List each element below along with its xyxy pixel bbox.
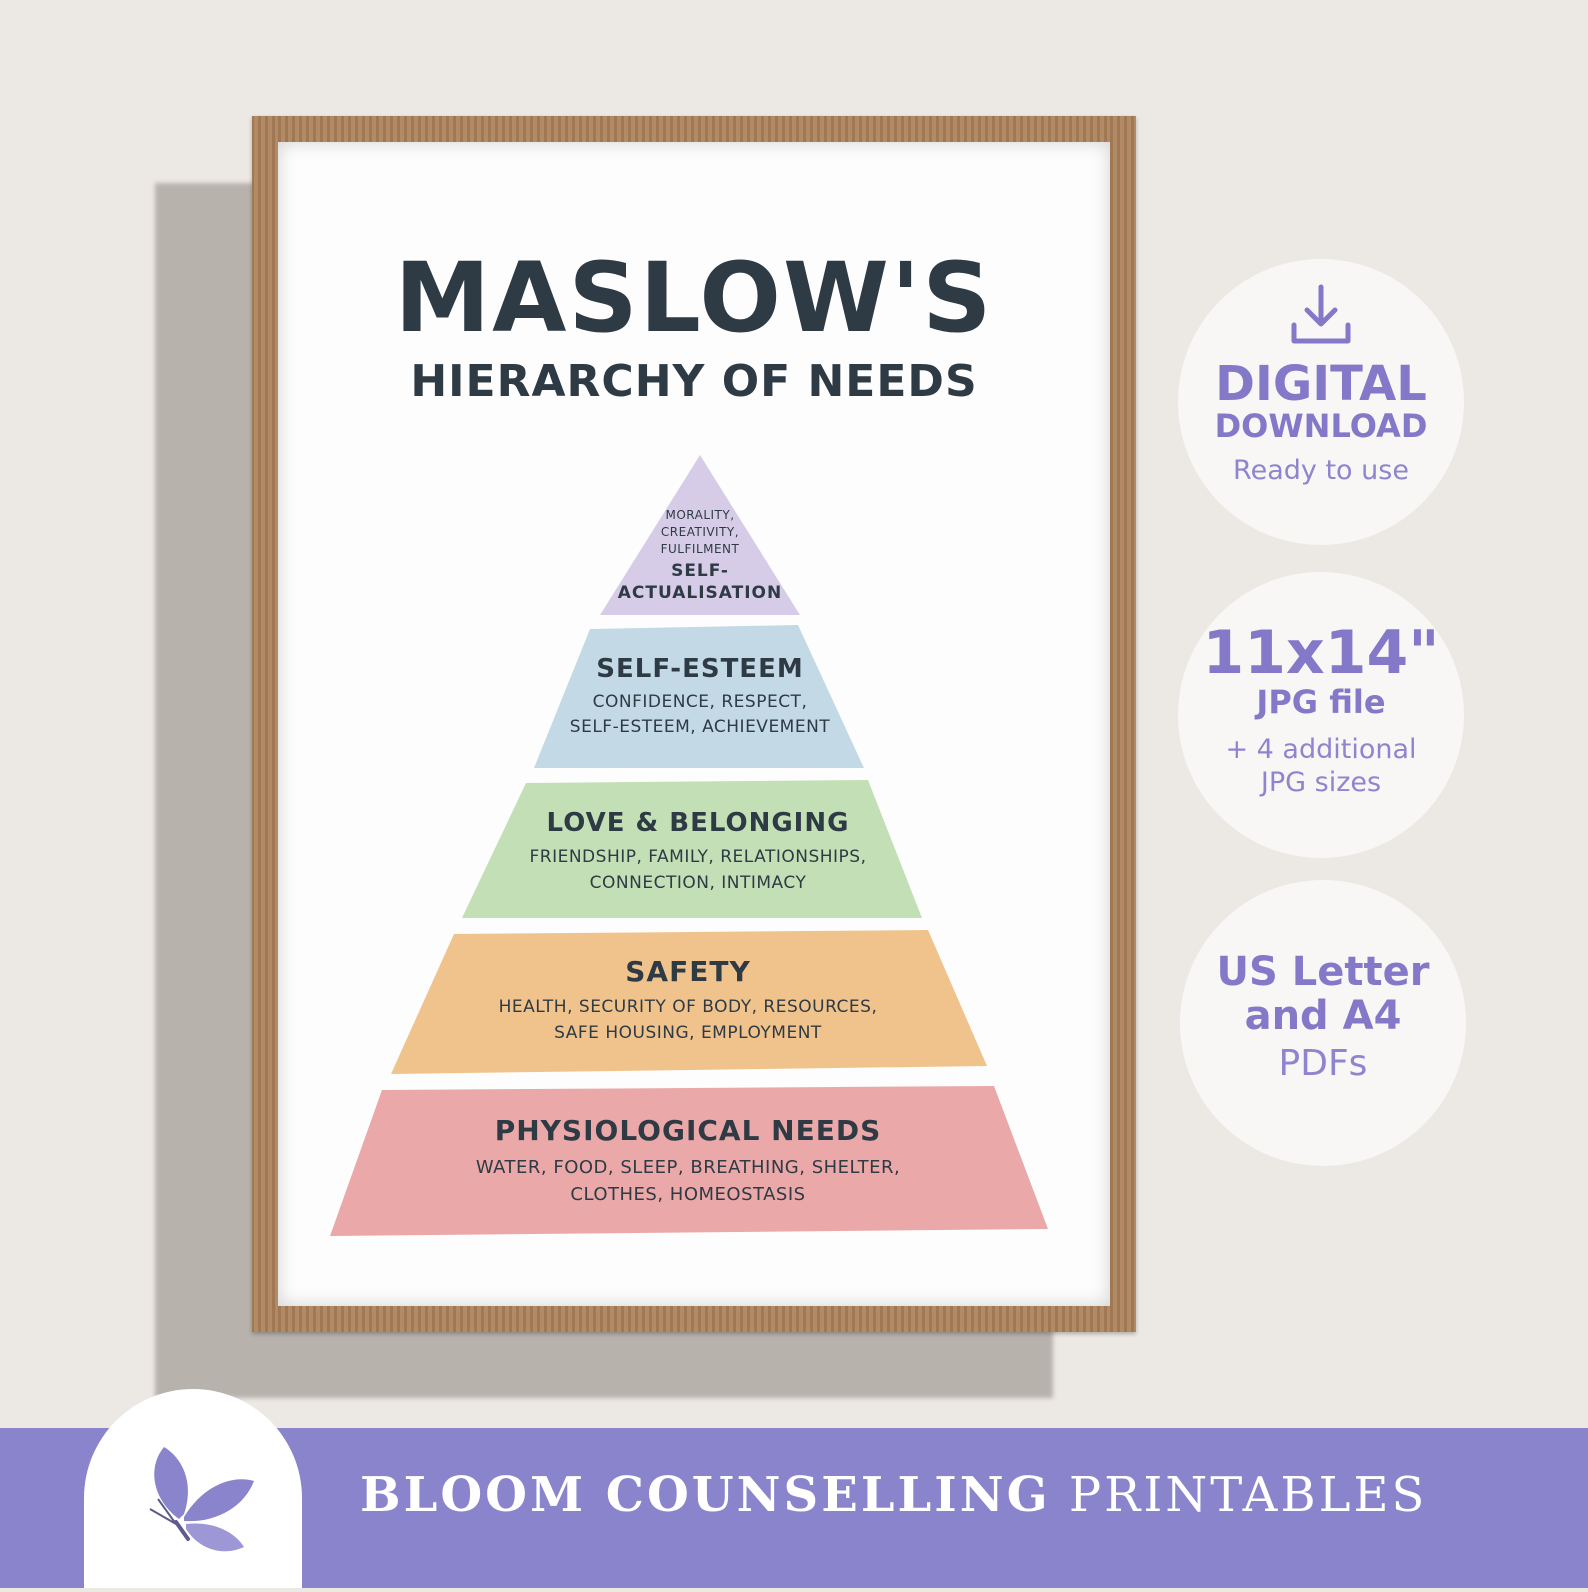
tier-love-belonging: LOVE & BELONGING FRIENDSHIP, FAMILY, REL…: [478, 806, 918, 896]
tier-desc: WATER, FOOD, SLEEP, BREATHING, SHELTER,: [475, 1157, 901, 1178]
tier-desc: CLOTHES, HOMEOSTASIS: [570, 1184, 806, 1205]
poster-frame: MASLOW'S HIERARCHY OF NEEDS MORALITY, CR…: [252, 116, 1136, 1332]
tier-shape-love-belonging: [462, 780, 922, 918]
tier-desc: HEALTH, SECURITY OF BODY, RESOURCES,: [498, 997, 878, 1017]
tier-desc: CONFIDENCE, RESPECT,: [592, 692, 808, 712]
poster-title: MASLOW'S: [394, 242, 994, 354]
badge-line: Ready to use: [1233, 454, 1409, 486]
tier-shape-self-esteem: [534, 625, 864, 768]
tier-name: ACTUALISATION: [617, 583, 783, 603]
tier-self-esteem: SELF-ESTEEM CONFIDENCE, RESPECT, SELF-ES…: [540, 652, 860, 740]
brand-name: BLOOM COUNSELLING PRINTABLES: [360, 1460, 1427, 1530]
tier-desc: SELF-ESTEEM, ACHIEVEMENT: [569, 717, 831, 737]
tier-physiological: PHYSIOLOGICAL NEEDS WATER, FOOD, SLEEP, …: [398, 1112, 978, 1208]
brand-bold: BLOOM COUNSELLING: [360, 1467, 1051, 1523]
pyramid-diagram: [330, 455, 1048, 1236]
poster-paper: MASLOW'S HIERARCHY OF NEEDS MORALITY, CR…: [278, 142, 1110, 1306]
tier-safety: SAFETY HEALTH, SECURITY OF BODY, RESOURC…: [438, 954, 938, 1046]
file-size-badge: 11x14" JPG file + 4 additional JPG sizes: [1178, 572, 1464, 858]
butterfly-icon: [149, 1447, 254, 1552]
pdf-badge: US Letter and A4 PDFs: [1180, 880, 1466, 1166]
tier-desc: CREATIVITY,: [660, 525, 740, 539]
tier-desc: CONNECTION, INTIMACY: [589, 873, 807, 893]
badge-line: 11x14": [1202, 618, 1440, 688]
badge-line: JPG file: [1256, 683, 1386, 721]
brand-light: PRINTABLES: [1068, 1467, 1428, 1523]
tier-name: PHYSIOLOGICAL NEEDS: [494, 1114, 882, 1147]
badge-line: DIGITAL: [1215, 356, 1427, 412]
poster-subtitle: HIERARCHY OF NEEDS: [410, 356, 978, 407]
badge-line: + 4 additional: [1225, 734, 1417, 766]
tier-desc: SAFE HOUSING, EMPLOYMENT: [554, 1023, 822, 1043]
badge-line: DOWNLOAD: [1214, 407, 1428, 446]
download-icon: [1291, 284, 1351, 344]
badge-line: PDFs: [1278, 1043, 1368, 1084]
tier-self-actualisation: MORALITY, CREATIVITY, FULFILMENT SELF- A…: [610, 507, 790, 604]
tier-shape-self-actualisation: [600, 455, 800, 615]
tier-name: LOVE & BELONGING: [546, 808, 850, 838]
badge-line: US Letter: [1216, 949, 1430, 995]
tier-shape-physiological: [330, 1086, 1048, 1236]
tier-name: SELF-: [671, 561, 729, 581]
badge-line: JPG sizes: [1260, 766, 1382, 798]
badge-line: and A4: [1244, 993, 1402, 1039]
logo-dome: [84, 1389, 302, 1588]
tier-name: SAFETY: [625, 955, 751, 988]
tier-desc: FULFILMENT: [660, 542, 740, 556]
tier-desc: FRIENDSHIP, FAMILY, RELATIONSHIPS,: [529, 847, 867, 867]
tier-desc: MORALITY,: [665, 508, 735, 522]
tier-shape-safety: [391, 930, 987, 1074]
digital-download-badge: DIGITAL DOWNLOAD Ready to use: [1178, 259, 1464, 545]
tier-name: SELF-ESTEEM: [596, 654, 804, 684]
